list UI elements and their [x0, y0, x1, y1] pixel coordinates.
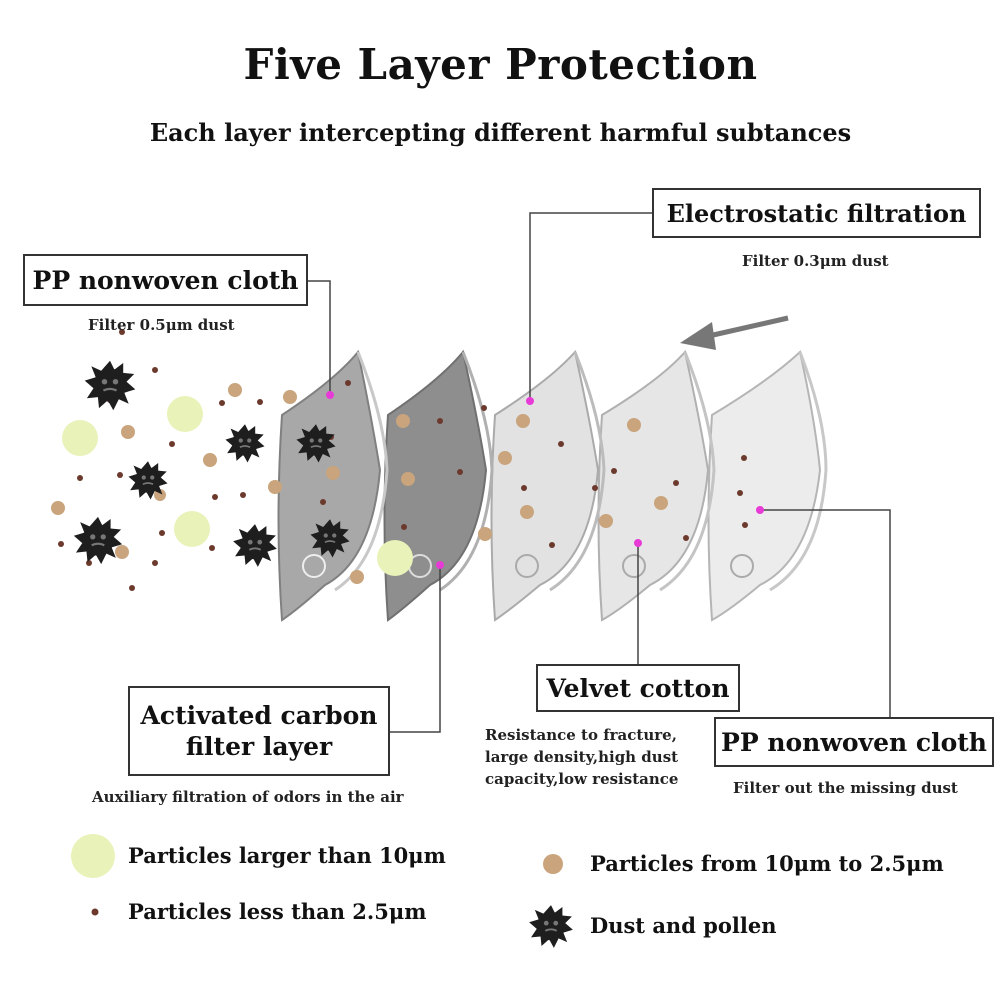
page-title: Five Layer Protection	[243, 40, 758, 89]
legend-large-symbol	[71, 834, 115, 878]
label-electrostatic: Electrostatic filtration	[652, 188, 981, 238]
airflow-arrow	[680, 315, 789, 350]
label-pp-inner: PP nonwoven cloth	[714, 717, 994, 767]
desc-pp-inner: Filter out the missing dust	[733, 779, 958, 797]
small-particles	[58, 329, 748, 591]
legend-small-symbol	[91, 908, 99, 916]
layer-electrostatic	[490, 349, 606, 622]
page-subtitle: Each layer intercepting different harmfu…	[149, 118, 852, 147]
legend-large-label: Particles larger than 10μm	[128, 843, 446, 868]
legend-dust-symbol	[528, 904, 574, 949]
legend-dust-label: Dust and pollen	[590, 913, 777, 938]
legend-medium-symbol	[543, 854, 563, 874]
leader-lines	[308, 212, 891, 733]
legend-symbols	[71, 834, 574, 949]
layer-pp-inner	[707, 350, 828, 622]
layer-pp-outer	[277, 349, 389, 622]
legend-medium-label: Particles from 10μm to 2.5μm	[590, 851, 944, 876]
label-velvet: Velvet cotton	[536, 664, 740, 712]
desc-electrostatic: Filter 0.3μm dust	[742, 252, 889, 270]
label-pp-outer: PP nonwoven cloth	[23, 254, 308, 306]
desc-pp-outer: Filter 0.5μm dust	[88, 316, 235, 334]
layer-activated-carbon	[383, 349, 494, 622]
medium-particles	[51, 383, 668, 584]
desc-velvet: Resistance to fracture, large density,hi…	[485, 726, 679, 788]
large-particles	[62, 396, 413, 576]
legend-small-label: Particles less than 2.5μm	[128, 899, 427, 924]
desc-activated-carbon: Auxiliary filtration of odors in the air	[92, 788, 404, 806]
layer-velvet	[597, 349, 716, 622]
layer-markers	[326, 391, 764, 569]
label-activated-carbon: Activated carbon filter layer	[128, 686, 390, 776]
